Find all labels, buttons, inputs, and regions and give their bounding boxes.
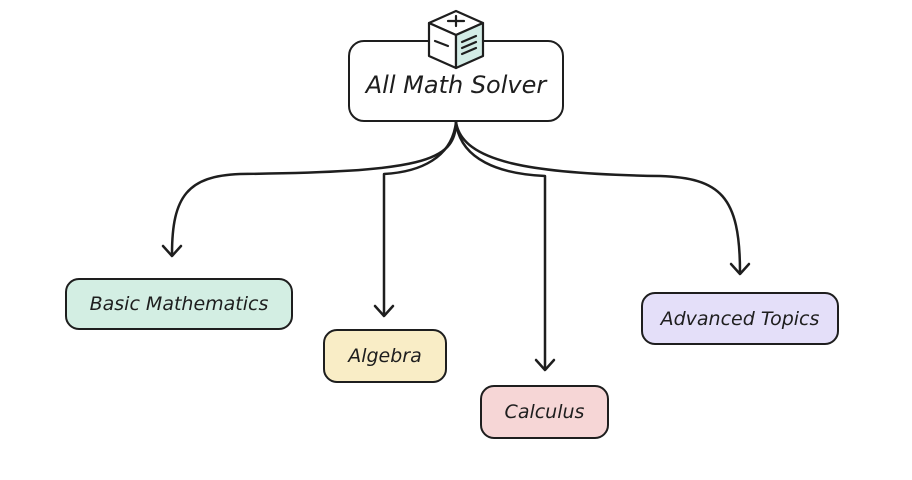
connector-calculus — [454, 120, 547, 370]
node-calculus[interactable]: Calculus — [480, 385, 609, 439]
node-label: Algebra — [348, 345, 422, 367]
root-label: All Math Solver — [365, 71, 547, 99]
node-algebra[interactable]: Algebra — [323, 329, 447, 383]
node-advanced-topics[interactable]: Advanced Topics — [641, 292, 839, 345]
connector-basic — [170, 120, 458, 256]
arrowhead-calculus — [534, 358, 556, 372]
arrowhead-basic — [161, 244, 183, 258]
arrowhead-advanced — [729, 262, 751, 276]
connector-algebra — [382, 120, 458, 316]
arrowhead-algebra — [373, 304, 395, 318]
calculator-cube-icon — [427, 9, 485, 70]
node-label: Basic Mathematics — [89, 293, 269, 315]
node-basic-mathematics[interactable]: Basic Mathematics — [65, 278, 293, 330]
node-label: Advanced Topics — [660, 307, 820, 330]
connector-advanced — [454, 120, 742, 274]
node-label: Calculus — [504, 401, 585, 423]
